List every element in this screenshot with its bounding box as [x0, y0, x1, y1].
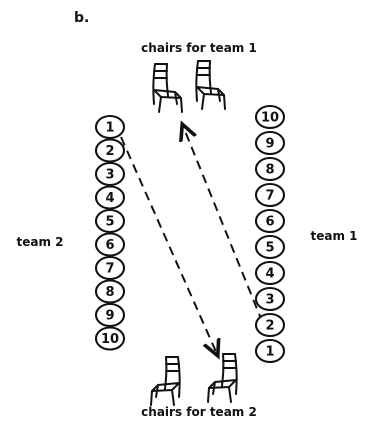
right-team-player-9: 9	[254, 130, 286, 156]
left-team-player-7: 7	[94, 255, 126, 281]
player-circle	[254, 156, 286, 182]
left-team-player-3: 3	[94, 161, 126, 187]
right-team-player-8: 8	[254, 156, 286, 182]
player-circle	[94, 255, 126, 281]
bottom-chairs-group	[150, 353, 238, 406]
player-number: 6	[105, 238, 114, 253]
player-circle	[254, 338, 286, 364]
right-team-player-2: 2	[254, 312, 286, 338]
player-circle	[254, 312, 286, 338]
player-circle	[254, 208, 286, 234]
right-team-player-10: 10	[254, 104, 286, 130]
chair-icon	[150, 356, 181, 406]
player-number: 2	[105, 144, 114, 159]
player-number: 8	[105, 285, 114, 300]
player-number: 10	[101, 332, 119, 347]
arrow-to-team1-chairs	[183, 126, 269, 337]
player-number: 6	[265, 215, 274, 230]
player-number: 8	[265, 163, 274, 178]
player-circle	[94, 302, 126, 328]
player-number: 2	[265, 319, 274, 334]
player-circle	[254, 104, 286, 130]
right-team-player-4: 4	[254, 260, 286, 286]
player-number: 7	[105, 262, 114, 277]
player-number: 1	[105, 121, 114, 136]
top-chairs-label: chairs for team 1	[141, 41, 257, 55]
left-team-player-6: 6	[94, 232, 126, 257]
player-circle	[254, 260, 286, 286]
left-team-column: 1 2 3 4 5 6 7 8 9 10	[94, 114, 126, 351]
player-number: 3	[265, 293, 274, 308]
left-team-label: team 2	[16, 235, 63, 249]
right-team-player-7: 7	[254, 182, 286, 208]
right-team-label: team 1	[310, 229, 357, 243]
player-circle	[94, 232, 126, 257]
left-team-player-9: 9	[94, 302, 126, 328]
player-number: 1	[265, 345, 274, 360]
player-number: 10	[261, 111, 279, 126]
player-circle	[94, 138, 126, 163]
right-team-player-1: 1	[254, 338, 286, 364]
panel-label: b.	[74, 10, 89, 26]
player-circle	[94, 326, 126, 351]
player-number: 9	[265, 137, 274, 152]
player-number: 7	[265, 189, 274, 204]
right-team-player-5: 5	[254, 234, 286, 260]
player-circle	[254, 286, 286, 312]
player-number: 3	[105, 168, 114, 183]
chair-icon	[207, 353, 238, 403]
player-circle	[94, 114, 126, 140]
player-number: 4	[105, 191, 114, 206]
player-number: 4	[265, 267, 274, 282]
player-circle	[254, 130, 286, 156]
player-circle	[254, 234, 286, 260]
right-team-column: 10 9 8 7 6 5 4 3 2 1	[254, 104, 286, 364]
player-circle	[94, 279, 126, 304]
arrow-to-team2-chairs	[120, 136, 217, 354]
player-circle	[94, 185, 126, 210]
player-number: 9	[105, 309, 114, 324]
left-team-player-10: 10	[94, 326, 126, 351]
left-team-player-5: 5	[94, 208, 126, 234]
right-team-player-3: 3	[254, 286, 286, 312]
player-circle	[254, 182, 286, 208]
left-team-player-1: 1	[94, 114, 126, 140]
player-circle	[94, 161, 126, 187]
player-circle	[94, 208, 126, 234]
left-team-player-4: 4	[94, 185, 126, 210]
chair-icon	[195, 60, 226, 110]
bottom-chairs-label: chairs for team 2	[141, 405, 257, 419]
player-number: 5	[265, 241, 274, 256]
right-team-player-6: 6	[254, 208, 286, 234]
chair-icon	[152, 63, 183, 113]
left-team-player-8: 8	[94, 279, 126, 304]
top-chairs-group	[152, 60, 226, 113]
left-team-player-2: 2	[94, 138, 126, 163]
player-number: 5	[105, 215, 114, 230]
